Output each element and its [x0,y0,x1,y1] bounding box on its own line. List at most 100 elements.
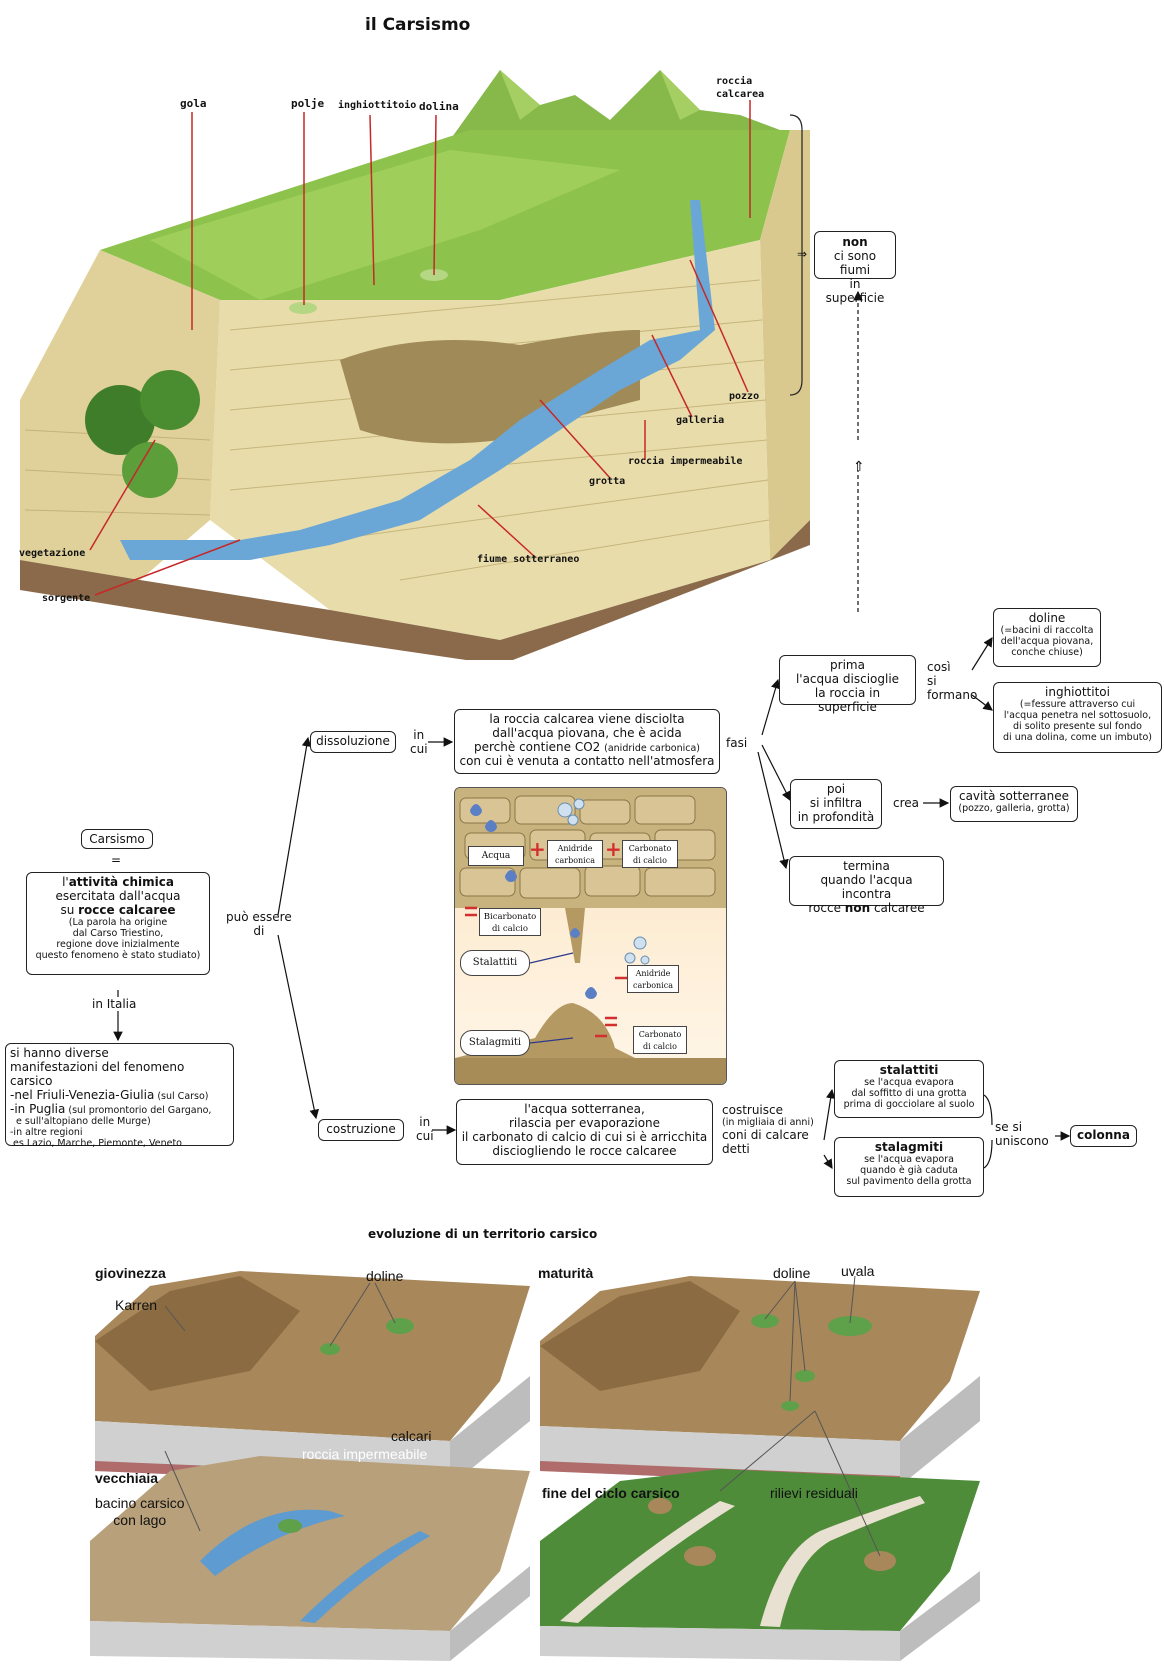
manif-l4-small: (sul promontorio del Gargano, [65,1105,212,1116]
evo-label-doline-1: doline [366,1268,404,1284]
uniscono: uniscono [995,1134,1049,1148]
non-bold: non [842,235,868,249]
si: si [927,674,937,688]
costruisce-l3: coni di calcare [722,1128,809,1142]
box-carsismo: Carsismo [81,829,153,849]
anidride2-l1: Anidride [635,969,671,978]
carbonato2-l1: Carbonato [638,1030,682,1039]
reaction-stalagmiti: Stalagmiti [460,1030,530,1056]
costruisce-label: costruisce (in migliaia di anni) coni di… [722,1103,814,1156]
doline-desc-2: dell'acqua piovana, [1000,636,1094,647]
attivita-pre: l' [62,875,69,889]
inghiottitoi-desc-4: di una dolina, come un imbuto) [1003,732,1152,743]
label-galleria: galleria [676,415,725,426]
stalattiti-desc-2: dal soffitto di una grotta [851,1088,967,1099]
label-gola: gola [180,97,207,110]
inghiottitoi-desc-3: di solito presente sul fondo [1013,721,1142,732]
label-roccia-calcarea: roccia calcarea [716,75,764,101]
poi-l1: poi [826,782,846,796]
box-colonna: colonna [1070,1125,1137,1147]
termina-l1: termina [843,859,890,873]
equals-sign: = [111,853,122,867]
manif-l1: si hanno diverse [10,1046,109,1060]
in-italia: in Italia [92,997,137,1011]
label-roccia: roccia [716,76,753,87]
prima-l1: prima [830,658,865,672]
reaction-acqua: Acqua [468,846,524,866]
box-dissoluzione-desc: la roccia calcarea viene disciolta dall'… [454,709,720,774]
stalagmiti-name: stalagmiti [874,1140,944,1154]
box-attivita-chimica: l'attività chimica esercitata dall'acqua… [26,872,210,975]
label-vegetazione: vegetazione [19,548,86,559]
in-cui-dissoluzione: in cui [410,728,428,756]
costruisce-l1: costruisce [722,1103,784,1117]
box-stalagmiti: stalagmiti se l'acqua evapora quando è g… [834,1137,984,1197]
attivita-note-3: regione dove inizialmente [56,939,180,950]
doline-desc-1: (=bacini di raccolta [1000,625,1094,636]
in-cui-costruzione: in cui [416,1115,434,1143]
diss-l1: la roccia calcarea viene disciolta [489,712,685,726]
panel-maturita [540,1276,980,1486]
evo-label-bacino: bacino carsico con lago [95,1495,185,1529]
stalattiti-desc-1: se l'acqua evapora [864,1077,954,1088]
poi-l3: in profondità [797,810,875,824]
costruisce-l2: (in migliaia di anni) [722,1117,814,1128]
manif-l6: -in altre regioni [10,1127,83,1138]
evo-giovinezza: giovinezza [95,1265,166,1281]
evoluzione-title: evoluzione di un territorio carsico [368,1227,598,1241]
label-roccia-impermeabile: roccia impermeabile [628,456,743,467]
double-up-arrow: ⇑ [853,459,865,475]
box-costruzione: costruzione [318,1119,404,1141]
attivita-note-2: dal Carso Triestino, [72,928,164,939]
carbonato1-l2: di calcio [633,856,667,865]
label-polje: polje [291,97,325,110]
bicarbonato-l1: Bicarbonato [483,912,537,922]
in-cui-in: in [413,728,425,742]
box-cavita: cavità sotterranee (pozzo, galleria, gro… [950,786,1078,822]
diss-l3-small: (anidride carbonica) [604,743,700,754]
box-dissoluzione: dissoluzione [310,731,396,753]
attivita-note-1: (La parola ha origine [68,917,168,928]
diss-l4: con cui è venuta a contatto nell'atmosfe… [459,754,715,768]
label-sorgente: sorgente [42,593,91,604]
inghiottitoi-name: inghiottitoi [1045,685,1110,699]
bacino-l1: bacino carsico [95,1495,185,1511]
cavita-name: cavità sotterranee [958,789,1070,803]
label-fiume-sotterraneo: fiume sotterraneo [477,554,580,565]
reaction-anidride-2: Anidride carbonica [627,965,679,993]
box-costruzione-desc: l'acqua sotterranea, rilascia per evapor… [456,1099,713,1165]
evo-label-rilievi: rilievi residuali [770,1485,858,1501]
anidride1-l2: carbonica [555,856,595,865]
stalagmiti-desc-3: sul pavimento della grotta [846,1176,972,1187]
reaction-stalattiti: Stalattiti [460,950,530,976]
termina-l2: quando l'acqua incontra [820,873,913,901]
box-non-fiumi: non ci sono fiumi in superficie [814,231,896,305]
in-cui-in-2: in [419,1115,431,1129]
box-termina: termina quando l'acqua incontra rocce no… [789,856,944,915]
panel-fine-ciclo [540,1469,980,1661]
rocce-calcaree-bold: rocce calcaree [78,903,176,917]
costr-l2: rilascia per evaporazione [508,1116,661,1130]
manif-l5: e sull'altopiano delle Murge) [10,1116,151,1127]
formano: formano [927,688,978,702]
prima-l2: l'acqua discioglie [795,672,900,686]
evo-vecchiaia: vecchiaia [95,1470,159,1486]
manif-l7: es Lazio, Marche, Piemonte, Veneto [10,1138,182,1149]
manif-l4: -in Puglia [10,1102,66,1116]
doline-desc-3: conche chiuse) [1011,647,1083,658]
inghiottitoi-desc-2: l'acqua penetra nel sottosuolo, [1003,710,1152,721]
costruisce-l4: detti [722,1142,750,1156]
reaction-illustration: ++ [455,788,726,1084]
anidride2-l2: carbonica [633,981,673,990]
puo-di: di [253,924,265,938]
label-pozzo: pozzo [729,391,760,402]
se-si: se si [995,1120,1023,1134]
label-inghiottitoio: inghiottitoio [338,100,417,111]
prima-l3: la roccia in superficie [814,686,881,714]
puo-essere: può essere [226,910,292,924]
stalattiti-desc-3: prima di gocciolare al suolo [843,1099,975,1110]
evo-label-karren: Karren [115,1297,158,1313]
costr-l1: l'acqua sotterranea, [524,1102,645,1116]
